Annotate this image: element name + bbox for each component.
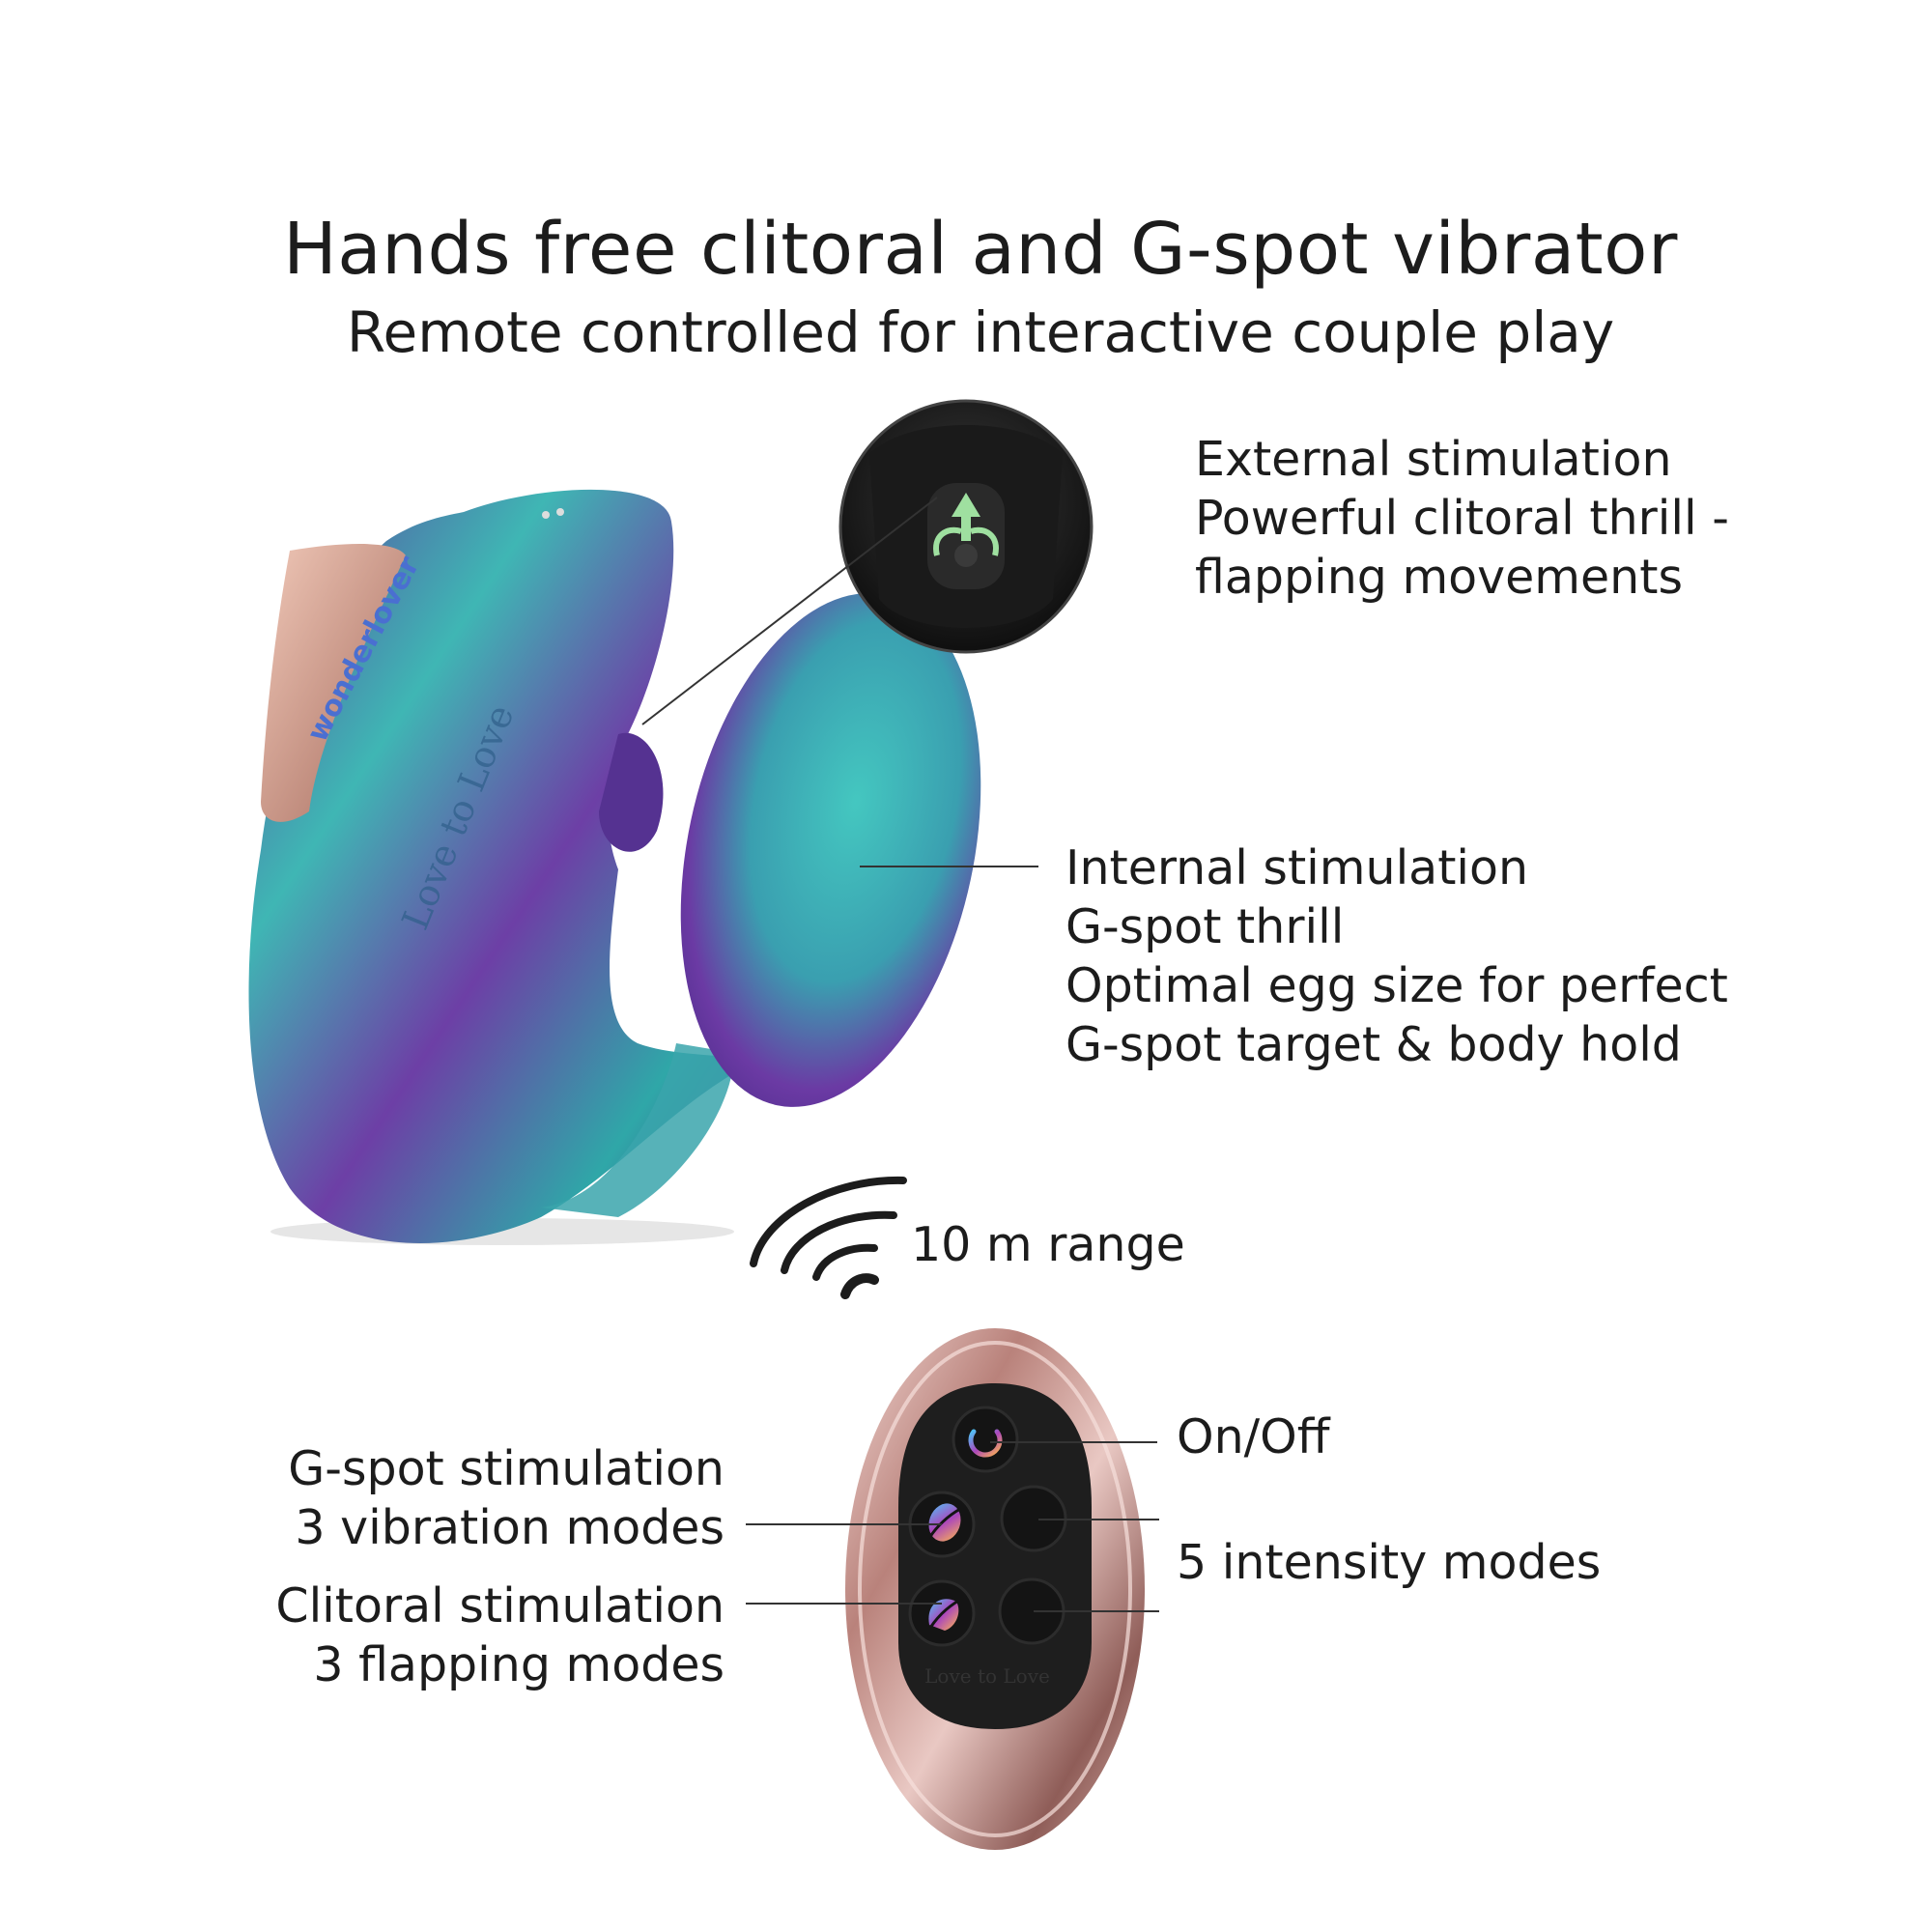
internal-stimulation-callout: Internal stimulation G-spot thrill Optim…	[1065, 838, 1728, 1074]
internal-line-3: Optimal egg size for perfect	[1065, 958, 1728, 1013]
gspot-stimulation-callout: G-spot stimulation 3 vibration modes	[242, 1439, 724, 1557]
leader-external	[641, 497, 938, 725]
external-line-3: flapping movements	[1195, 550, 1683, 605]
external-line-2: Powerful clitoral thrill -	[1195, 491, 1729, 546]
wifi-signal-icon	[750, 1176, 907, 1299]
range-label: 10 m range	[911, 1217, 1185, 1272]
flapping-mode-icon	[925, 1598, 961, 1634]
page-subtitle: Remote controlled for interactive couple…	[346, 299, 1615, 365]
remote-control: Love to Love	[845, 1328, 1145, 1850]
vibrator-device: wonderlover Love to Love	[248, 489, 753, 1244]
external-stimulation-callout: External stimulation Powerful clitoral t…	[1195, 430, 1729, 607]
clitoral-stimulation-callout: Clitoral stimulation 3 flapping modes	[242, 1577, 724, 1694]
on-off-label: On/Off	[1177, 1409, 1330, 1464]
internal-line-2: G-spot thrill	[1065, 899, 1345, 954]
clitoral-line-2: 3 flapping modes	[313, 1637, 724, 1692]
zoom-detail	[838, 399, 1094, 654]
remote-brand: Love to Love	[924, 1664, 1050, 1688]
page-title: Hands free clitoral and G-spot vibrator	[283, 208, 1678, 291]
internal-line-4: G-spot target & body hold	[1065, 1017, 1682, 1072]
internal-line-1: Internal stimulation	[1065, 840, 1529, 895]
egg-part	[680, 593, 981, 1107]
gspot-line-1: G-spot stimulation	[288, 1441, 724, 1496]
vibration-mode-icon	[927, 1503, 961, 1542]
gspot-line-2: 3 vibration modes	[295, 1500, 724, 1555]
clitoral-line-1: Clitoral stimulation	[275, 1578, 724, 1634]
intensity-label: 5 intensity modes	[1177, 1535, 1602, 1590]
power-icon	[968, 1419, 1003, 1458]
external-line-1: External stimulation	[1195, 432, 1672, 487]
